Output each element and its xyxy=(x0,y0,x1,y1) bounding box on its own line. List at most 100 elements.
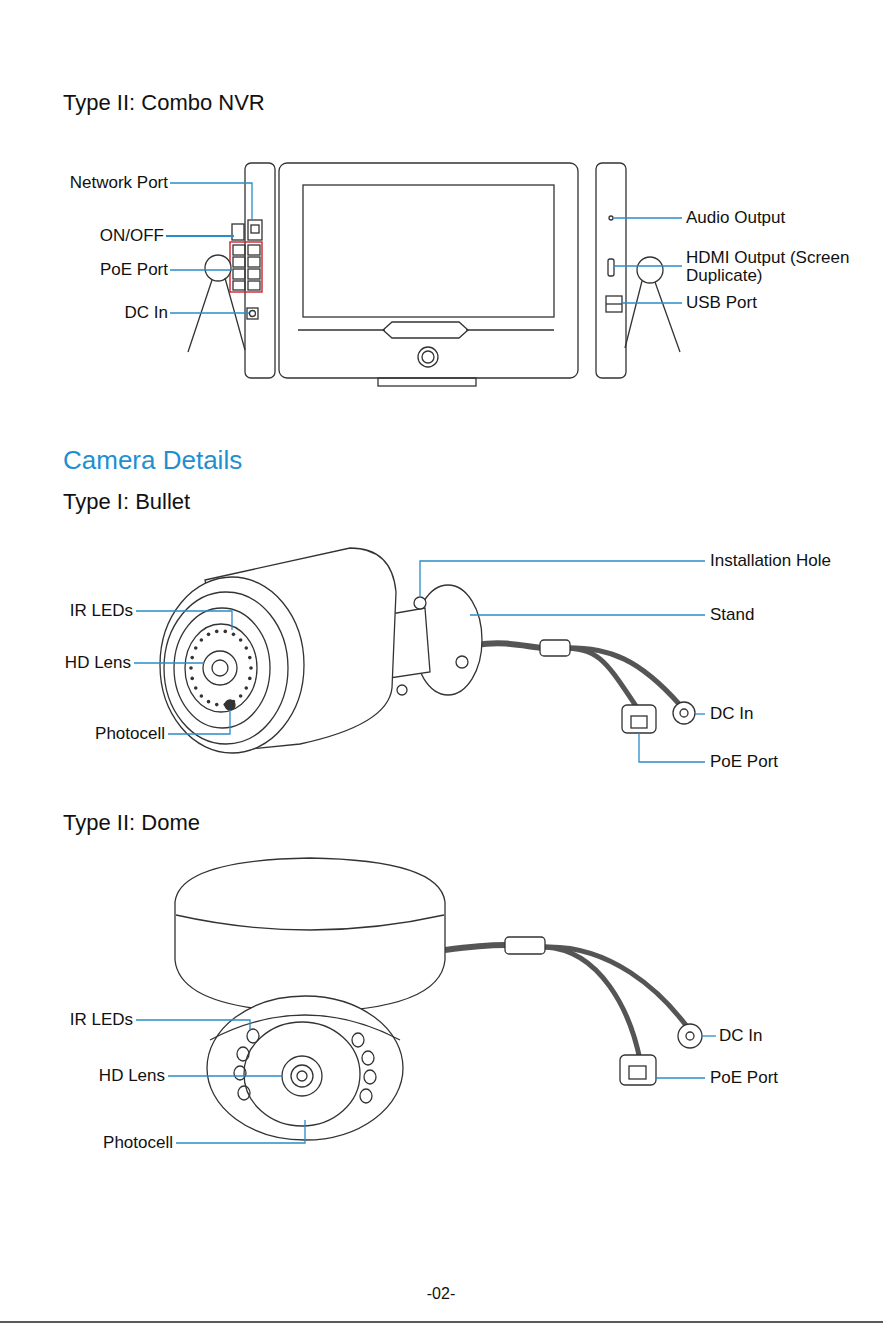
front-ring xyxy=(164,592,288,744)
ball-trim xyxy=(210,1015,400,1040)
part-label: Stand xyxy=(710,606,754,624)
stand-hinge xyxy=(637,257,663,283)
cable xyxy=(560,648,680,705)
nvr-leader-lines xyxy=(622,302,682,303)
nvr-leader-lines xyxy=(170,269,232,270)
cable-joint xyxy=(505,937,545,954)
bullet-leader-lines xyxy=(134,662,204,663)
ir-leds xyxy=(247,1029,259,1043)
dome-leader-lines xyxy=(136,1020,250,1030)
cable xyxy=(445,945,505,950)
bullet-leader-lines xyxy=(136,611,232,630)
page-number: -02- xyxy=(427,1285,455,1302)
nvr-leader-lines xyxy=(170,312,249,313)
lens-ring xyxy=(185,624,257,712)
bullet-leader-lines xyxy=(695,713,705,714)
rj45-socket xyxy=(631,716,647,728)
installation-hole xyxy=(414,597,426,609)
ir-leds xyxy=(362,1051,374,1065)
lens-glass xyxy=(212,660,228,676)
part-label: IR LEDs xyxy=(70,602,133,620)
ir-leds xyxy=(364,1070,376,1084)
page-rule xyxy=(0,1321,883,1323)
ir-led xyxy=(223,703,227,707)
ir-led xyxy=(190,677,194,681)
bullet-leader-lines xyxy=(639,733,705,762)
dome-housing xyxy=(175,858,445,1012)
dome-camera-drawing xyxy=(175,858,702,1140)
poe-port-block xyxy=(230,242,262,292)
cable xyxy=(545,947,640,1060)
ir-leds xyxy=(360,1089,372,1103)
ir-led xyxy=(200,638,204,642)
ir-led xyxy=(248,677,252,681)
ir-led xyxy=(244,686,248,690)
ir-leds xyxy=(189,630,253,707)
ir-led xyxy=(239,694,243,698)
ir-led xyxy=(232,633,236,637)
power-switch xyxy=(232,224,244,240)
ir-led xyxy=(200,694,204,698)
dome-ball xyxy=(207,996,403,1140)
part-label: USB Port xyxy=(686,294,757,312)
nvr-leader-lines xyxy=(166,235,234,237)
dc-socket xyxy=(680,709,688,717)
poe-ports xyxy=(233,269,245,279)
ir-led xyxy=(190,656,194,660)
stand-leg xyxy=(188,278,245,352)
ir-led xyxy=(249,666,253,670)
camera-hood xyxy=(160,577,304,753)
poe-connector xyxy=(620,1055,656,1085)
ir-led xyxy=(223,630,227,634)
usb-port xyxy=(606,296,622,312)
part-label: PoE Port xyxy=(710,753,778,771)
ir-led xyxy=(232,700,236,704)
bullet-leader-lines xyxy=(470,614,705,615)
hd-lens xyxy=(282,1056,322,1096)
poe-ports xyxy=(233,281,245,290)
section-heading: Type I: Bullet xyxy=(63,490,190,514)
front-button xyxy=(383,322,468,338)
part-label: DC In xyxy=(125,304,168,322)
part-label: Network Port xyxy=(70,174,168,192)
ir-led xyxy=(215,630,219,634)
sensor xyxy=(418,347,438,367)
poe-ports xyxy=(248,281,260,290)
nvr-leader-lines xyxy=(170,183,252,220)
section-heading: Type II: Combo NVR xyxy=(63,91,265,115)
usb-divider xyxy=(606,303,622,304)
part-label: Audio Output xyxy=(686,209,785,227)
lens-glass xyxy=(291,1065,313,1087)
poe-connector xyxy=(622,705,656,733)
network-port xyxy=(248,220,262,240)
ir-led xyxy=(244,646,248,650)
housing-band xyxy=(176,915,444,930)
part-label: HD Lens xyxy=(65,654,131,672)
ir-leds xyxy=(352,1033,364,1047)
hd-lens xyxy=(203,651,237,685)
lens-center xyxy=(297,1071,307,1081)
lens-housing xyxy=(244,1022,360,1126)
monitor-base xyxy=(378,378,476,386)
part-label: DC In xyxy=(719,1027,762,1045)
dc-connector xyxy=(678,1024,702,1048)
cable-joint xyxy=(540,640,570,656)
network-port-inner xyxy=(251,225,259,233)
dc-jack-hole xyxy=(250,311,256,317)
rj45-socket xyxy=(629,1066,646,1079)
cable xyxy=(545,947,688,1028)
part-label: Installation Hole xyxy=(710,552,831,570)
part-label: Photocell xyxy=(95,725,165,743)
sensor-inner xyxy=(422,351,434,363)
poe-ports xyxy=(248,245,260,255)
ir-led xyxy=(194,686,198,690)
dome-leader-lines xyxy=(168,1075,282,1076)
ir-leds xyxy=(237,1047,249,1061)
ir-led xyxy=(215,703,219,707)
poe-ports xyxy=(248,257,260,267)
inner-ring xyxy=(174,608,270,728)
installation-hole xyxy=(456,656,468,668)
bullet-camera-drawing xyxy=(160,548,695,753)
ir-led xyxy=(189,666,193,670)
